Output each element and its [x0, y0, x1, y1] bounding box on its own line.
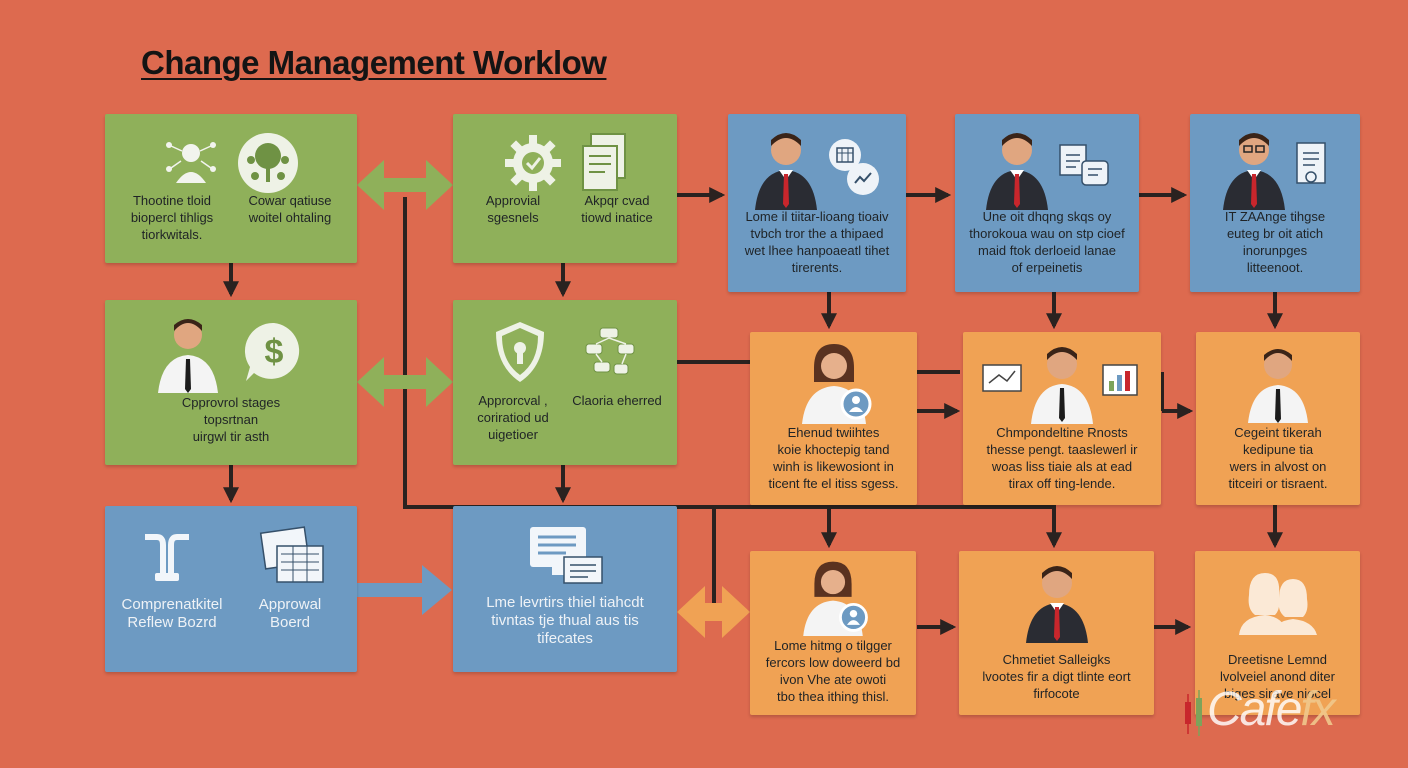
dollar-bubble-icon: $: [244, 322, 300, 381]
connector-trunk: [403, 197, 1054, 509]
page-title: Change Management Worklow: [141, 44, 607, 81]
businessman-icon: [1031, 347, 1093, 424]
step-15-text: Dreetisne Lemnd lvolveiel anond diter bi…: [1220, 652, 1335, 701]
step-box-14: Chmetiet Salleigks lvootes fir a digt tl…: [959, 551, 1154, 715]
businessman-icon: [986, 133, 1048, 210]
candlestick-icon: [1185, 690, 1202, 736]
double-arrow-green-mid: [357, 357, 453, 407]
pipes-fork-icon: [145, 534, 189, 581]
calendar-chart-icon: [829, 139, 879, 195]
document-chart-icon: [1102, 364, 1138, 396]
step-7-text-right: Claoria eherred: [572, 393, 662, 408]
businessman-icon: [755, 133, 817, 210]
step-10-text: Cegeint tikerah kedipune tia wers in alv…: [1228, 425, 1328, 491]
gear-icon: [505, 135, 561, 191]
step-6-text: Cpprovrol stages topsrtnan uirgwl tir as…: [181, 395, 281, 444]
step-7-text-left: Approrcval , coriratiod ud uigetioer: [477, 393, 549, 442]
step-box-9: Chmpondeltine Rnosts thesse pengt. taasl…: [963, 332, 1161, 505]
step-13-text: Lome hitmg o tilgger fercors low doweerd…: [765, 638, 901, 704]
document-stack-icon: [582, 133, 626, 191]
businessman-white-shirt-icon: [158, 319, 218, 393]
step-11-text-right: Approwal Boerd: [258, 596, 322, 631]
step-12-text: Lme levrtirs thiel tiahcdt tivntas tje t…: [486, 594, 644, 647]
step-box-10: Cegeint tikerah kedipune tia wers in alv…: [1196, 332, 1360, 505]
step-box-6: $ Cpprovrol stages topsrtnan uirgwl tir …: [105, 300, 357, 465]
step-5-text: IT ZAAnge tihgse euteg br oit atich inor…: [1224, 209, 1326, 275]
step-box-1: Thootine tloid biopercl tihligs tiorkwit…: [105, 114, 357, 263]
step-box-2: Approvial sgesnels Akpqr cvad tiowd inat…: [453, 114, 677, 263]
documents-chat-icon: [1059, 144, 1109, 186]
cafefx-watermark-logo: Cafefx: [1183, 683, 1388, 744]
step-box-12: Lme levrtirs thiel tiahcdt tivntas tje t…: [453, 506, 677, 672]
step-2-text-right: Akpqr cvad tiowd inatice: [581, 193, 653, 225]
step-1-text-left: Thootine tloid biopercl tihligs tiorkwit…: [130, 193, 214, 242]
step-box-15: Dreetisne Lemnd lvolveiel anond diter bi…: [1195, 551, 1360, 715]
step-1-text-right: Cowar qatiuse woitel ohtaling: [248, 193, 332, 225]
watermark-text: Cafe: [1207, 683, 1302, 736]
step-box-8: Ehenud twiihtes koie khoctepig tand winh…: [750, 332, 917, 505]
step-9-text: Chmpondeltine Rnosts thesse pengt. taasl…: [986, 425, 1138, 491]
step-3-text: Lome il tiitar-lioang tioaiv tvbch tror …: [744, 209, 890, 275]
step-box-7: Approrcval , coriratiod ud uigetioer Cla…: [453, 300, 677, 465]
step-11-text-left: Comprenatkitel Reflew Bozrd: [121, 596, 223, 631]
step-box-11: Comprenatkitel Reflew Bozrd Approwal Boe…: [105, 506, 357, 672]
arrow-blue-right: [357, 565, 452, 615]
documents-table-icon: [259, 526, 324, 583]
tree-network-icon: [238, 133, 298, 193]
presentation-screen-icon: [982, 364, 1022, 392]
report-document-icon: [1296, 142, 1326, 184]
female-professional-badge-icon: [803, 561, 868, 636]
two-people-silhouette-icon: [1238, 573, 1317, 635]
double-arrow-green-top: [357, 160, 453, 210]
double-arrow-orange: [677, 586, 750, 638]
discussion-network-icon: [585, 327, 635, 375]
monitor-document-icon: [530, 527, 603, 584]
shield-keyhole-icon: [496, 322, 544, 382]
person-network-icon: [166, 142, 216, 183]
businessman-glasses-icon: [1223, 133, 1285, 210]
step-8-text: Ehenud twiihtes koie khoctepig tand winh…: [768, 425, 899, 491]
step-box-4: Une oit dhqng skqs oy thorokoua wau on s…: [955, 114, 1139, 292]
female-professional-badge-icon: [801, 344, 871, 424]
step-box-13: Lome hitmg o tilgger fercors low doweerd…: [750, 551, 916, 715]
step-box-5: IT ZAAnge tihgse euteg br oit atich inor…: [1190, 114, 1360, 292]
step-2-text-left: Approvial sgesnels: [485, 193, 541, 225]
step-4-text: Une oit dhqng skqs oy thorokoua wau on s…: [969, 209, 1125, 275]
businessman-icon: [1025, 566, 1088, 643]
step-14-text: Chmetiet Salleigks lvootes fir a digt tl…: [982, 652, 1131, 701]
businessman-white-shirt-icon: [1248, 349, 1308, 423]
watermark-text-accent: fx: [1300, 683, 1335, 736]
step-box-3: Lome il tiitar-lioang tioaiv tvbch tror …: [728, 114, 906, 292]
svg-text:$: $: [265, 333, 284, 371]
